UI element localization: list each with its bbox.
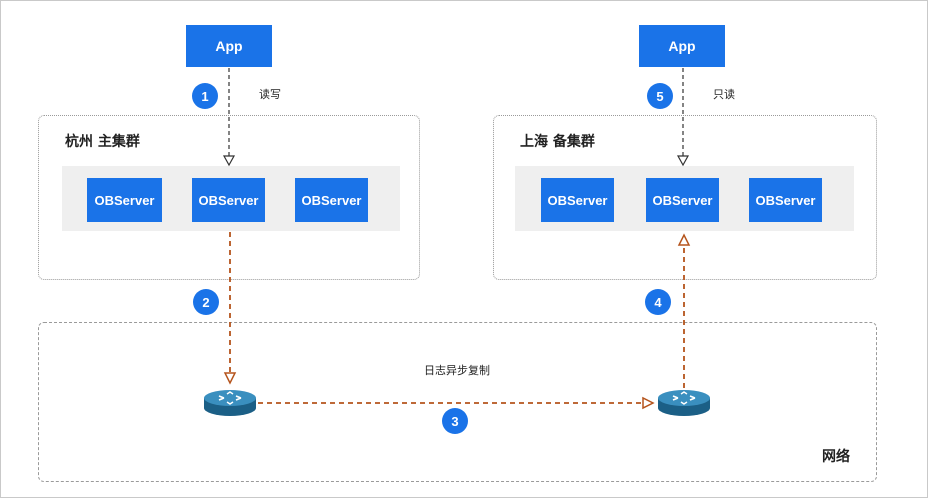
step-badge: 5 — [647, 83, 673, 109]
network-box — [38, 322, 877, 482]
observer-node: OBServer — [646, 178, 719, 222]
read-write-arrowhead — [222, 155, 236, 167]
replication-arrowhead-up — [677, 233, 691, 246]
router-icon — [204, 390, 256, 416]
standby-cluster-box — [493, 115, 877, 280]
read-only-arrowhead — [676, 155, 690, 167]
read-write-label: 读写 — [259, 88, 281, 101]
observer-node: OBServer — [295, 178, 368, 222]
async-replication-label: 日志异步复制 — [424, 364, 490, 377]
observer-node: OBServer — [749, 178, 822, 222]
step-badge: 3 — [442, 408, 468, 434]
observer-node: OBServer — [541, 178, 614, 222]
app-node-right: App — [639, 25, 725, 67]
primary-cluster-title: 杭州 主集群 — [65, 134, 140, 150]
observer-node: OBServer — [192, 178, 265, 222]
replication-arrowhead-down — [223, 372, 237, 385]
standby-cluster-title: 上海 备集群 — [520, 134, 595, 150]
step-badge: 2 — [193, 289, 219, 315]
primary-cluster-box — [38, 115, 420, 280]
step-badge: 4 — [645, 289, 671, 315]
replication-arrowhead-across — [642, 396, 655, 410]
app-node-left: App — [186, 25, 272, 67]
read-only-label: 只读 — [713, 88, 735, 101]
step-badge: 1 — [192, 83, 218, 109]
router-icon — [658, 390, 710, 416]
network-label: 网络 — [822, 449, 850, 465]
observer-node: OBServer — [87, 178, 162, 222]
